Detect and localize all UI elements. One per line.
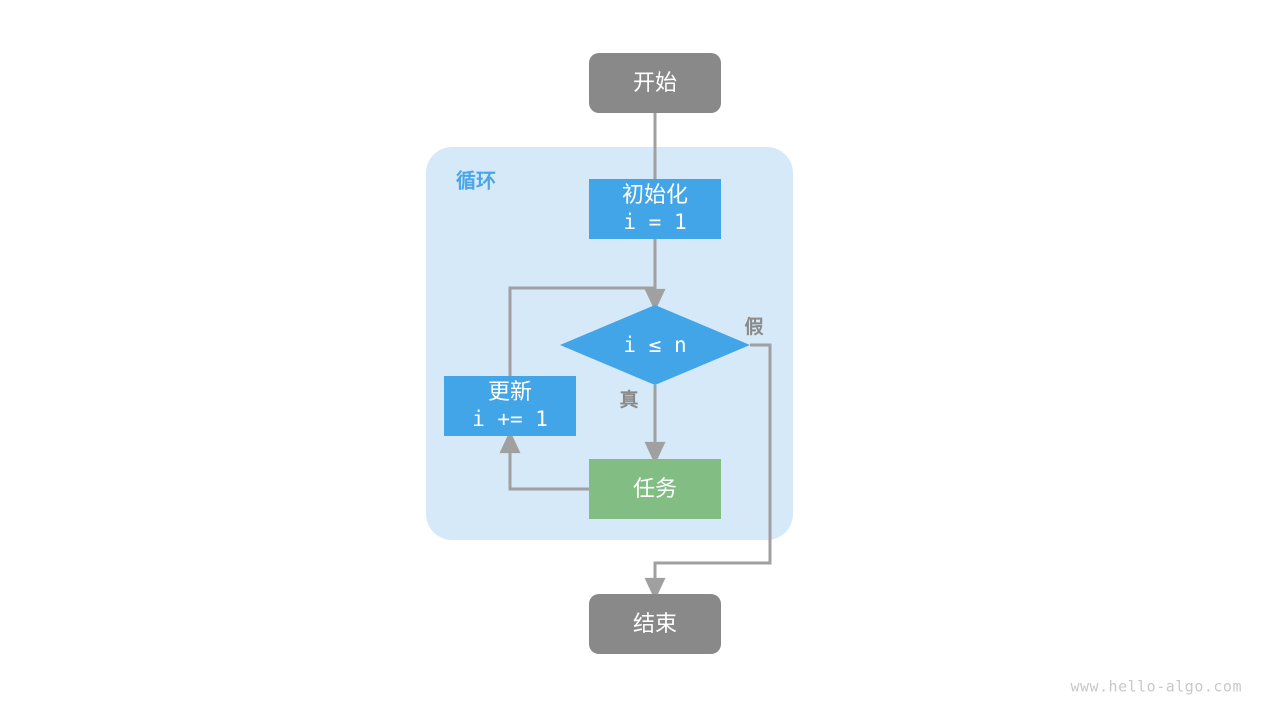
edge-task-to-update	[499, 430, 589, 491]
node-update[interactable]: 更新 i += 1	[444, 376, 576, 436]
node-end-shape	[589, 594, 721, 654]
node-condition-label: i ≤ n	[623, 333, 686, 357]
node-update-shape	[444, 376, 576, 436]
node-task-shape	[589, 459, 721, 519]
node-task[interactable]: 任务	[589, 459, 721, 519]
node-update-code: i += 1	[472, 407, 548, 431]
node-init-code: i = 1	[623, 210, 686, 234]
node-init-shape	[589, 179, 721, 239]
edge-condition-false-to-end	[644, 343, 772, 601]
edge-label-false: 假	[744, 315, 763, 338]
node-start-shape	[589, 53, 721, 113]
node-end[interactable]: 结束	[589, 594, 721, 654]
node-condition[interactable]: i ≤ n	[560, 305, 750, 385]
watermark: www.hello-algo.com	[1070, 678, 1242, 696]
node-update-label: 更新	[488, 379, 532, 404]
node-start-label: 开始	[633, 70, 677, 95]
node-task-label: 任务	[633, 476, 677, 501]
node-condition-shape	[560, 305, 750, 385]
node-init[interactable]: 初始化 i = 1	[589, 179, 721, 239]
edge-label-true: 真	[619, 388, 638, 411]
node-init-label: 初始化	[622, 182, 688, 207]
loop-group-label: 循环	[456, 168, 496, 192]
node-start[interactable]: 开始	[589, 53, 721, 113]
node-end-label: 结束	[633, 611, 677, 636]
edge-update-to-condition	[508, 286, 655, 376]
